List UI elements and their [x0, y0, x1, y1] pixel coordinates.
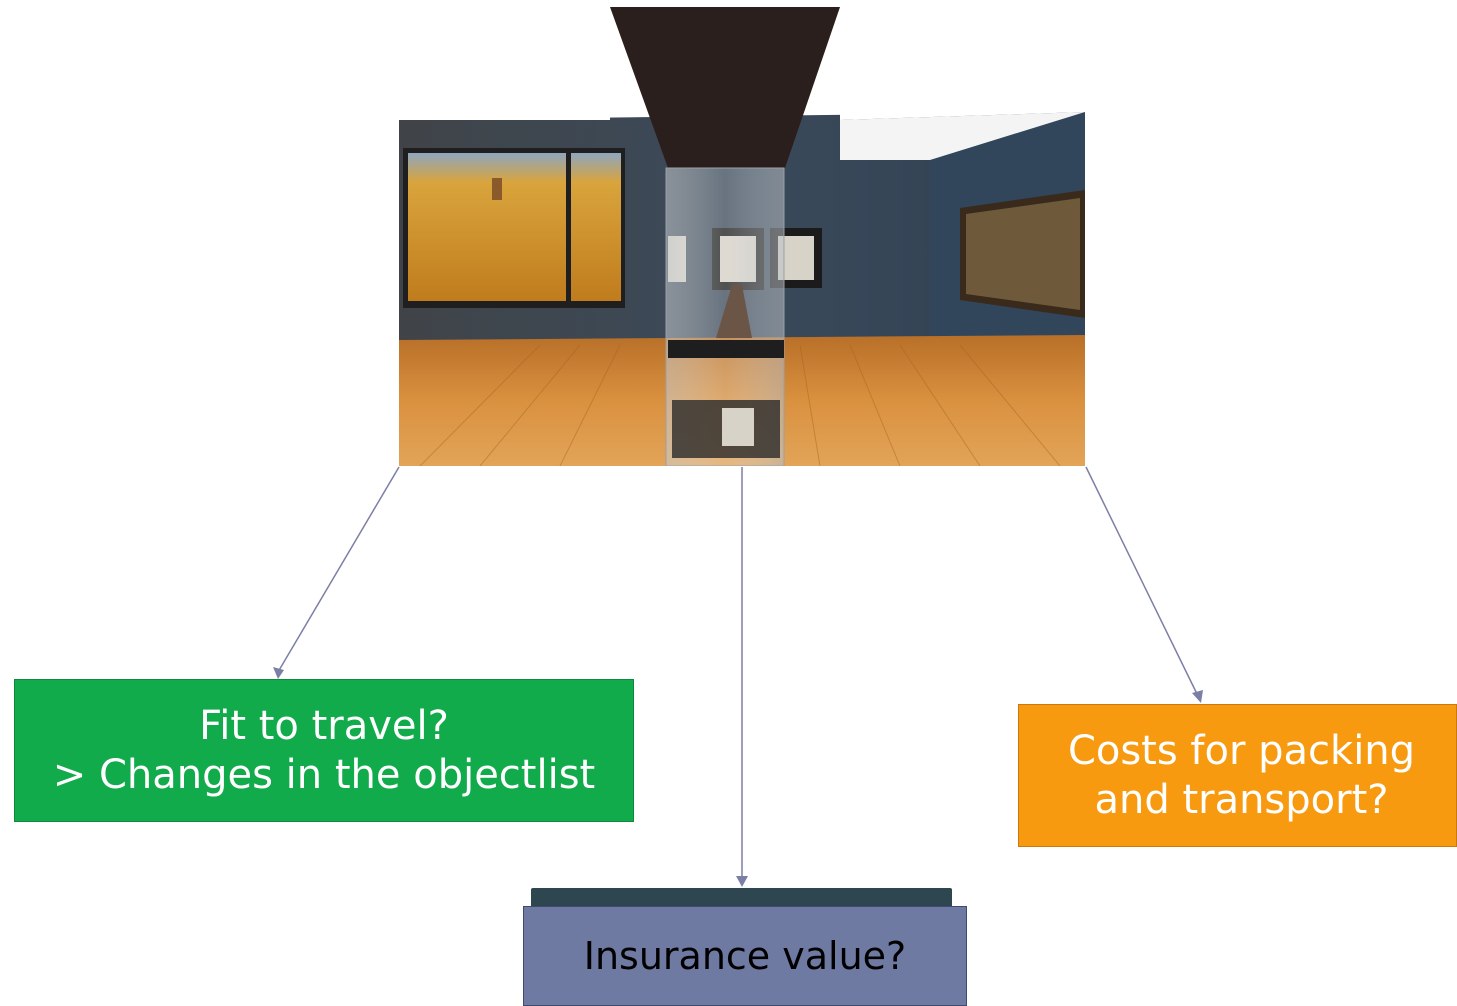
painting-figure	[492, 178, 502, 200]
arrow-to-fit-to-travel	[273, 466, 400, 679]
sculpture	[716, 285, 752, 338]
costs-text: Costs for packing and transport?	[1067, 727, 1416, 823]
ceiling-light-funnel	[610, 7, 840, 168]
case-shelf	[668, 340, 784, 358]
painting-right	[966, 198, 1080, 310]
arrows	[273, 466, 1203, 887]
fit-to-travel-text: Fit to travel? > Changes in the objectli…	[52, 702, 596, 798]
costs-box: Costs for packing and transport?	[1018, 704, 1457, 847]
painting-right-panel	[571, 153, 621, 301]
arrow-to-insurance	[736, 467, 748, 887]
insurance-box: Insurance value?	[523, 906, 967, 1006]
painting-left-panel	[408, 153, 566, 301]
fit-to-travel-box: Fit to travel? > Changes in the objectli…	[14, 679, 634, 822]
insurance-box-shadow	[531, 888, 952, 910]
arrow-to-costs	[1085, 466, 1203, 703]
floor-boards	[419, 344, 1061, 466]
insurance-text: Insurance value?	[583, 933, 907, 978]
case-base-artwork	[722, 408, 754, 446]
gallery-photo	[399, 7, 1085, 466]
